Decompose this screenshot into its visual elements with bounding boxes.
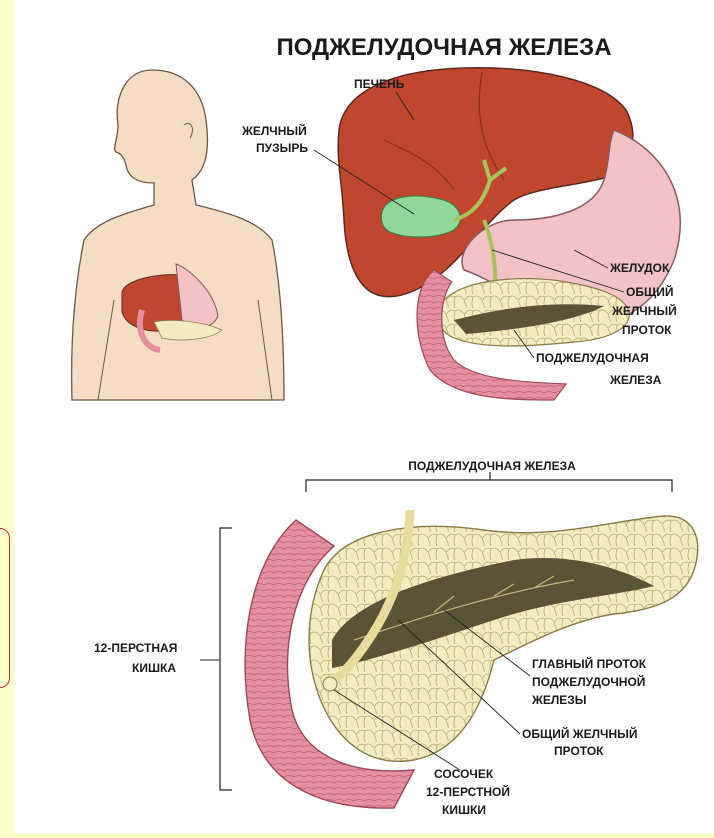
label-common-duct-3: ПРОТОК (622, 323, 672, 337)
label-common-duct-bottom-1: ОБЩИЙ ЖЕЛЧНЫЙ (522, 726, 638, 741)
label-papilla-1: СОСОЧЕК (434, 767, 494, 781)
label-papilla-3: КИШКИ (442, 803, 486, 817)
label-papilla-2: 12-ПЕРСТНОЙ (426, 784, 510, 799)
label-main-duct-3: ЖЕЛЕЗЫ (531, 693, 587, 707)
pancreas-anatomy-diagram: ПОДЖЕЛУДОЧНАЯ ЖЕЛЕЗА (14, 0, 714, 833)
label-pancreas-1: ПОДЖЕЛУДОЧНАЯ (536, 351, 649, 365)
label-pancreas-2: ЖЕЛЕЗА (609, 373, 662, 387)
duodenum-bracket (220, 528, 232, 790)
label-duodenum-1: 12-ПЕРСТНАЯ (94, 641, 177, 655)
diagram-card: ПОДЖЕЛУДОЧНАЯ ЖЕЛЕЗА (14, 0, 714, 833)
gallbladder-illustration (381, 196, 460, 237)
label-main-duct-1: ГЛАВНЫЙ ПРОТОК (532, 656, 647, 671)
label-gallbladder-2: ПУЗЫРЬ (256, 141, 308, 155)
label-stomach: ЖЕЛУДОК (609, 261, 670, 275)
papilla-marker (323, 677, 337, 691)
label-pancreas-bracket: ПОДЖЕЛУДОЧНАЯ ЖЕЛЕЗА (408, 459, 576, 473)
diagram-title: ПОДЖЕЛУДОЧНАЯ ЖЕЛЕЗА (276, 34, 611, 61)
human-figure (72, 70, 284, 400)
label-liver: ПЕЧЕНЬ (354, 77, 405, 91)
pancreas-bracket: ПОДЖЕЛУДОЧНАЯ ЖЕЛЕЗА (306, 459, 672, 492)
label-common-duct-2: ЖЕЛЧНЫЙ (611, 303, 677, 318)
label-main-duct-2: ПОДЖЕЛУДОЧНОЙ (532, 674, 645, 689)
label-gallbladder-1: ЖЕЛЧНЫЙ (241, 123, 307, 138)
label-duodenum-2: КИШКА (132, 661, 176, 675)
label-common-duct-bottom-2: ПРОТОК (554, 744, 604, 758)
side-tab[interactable] (0, 528, 10, 688)
label-common-duct-1: ОБЩИЙ (626, 284, 673, 299)
